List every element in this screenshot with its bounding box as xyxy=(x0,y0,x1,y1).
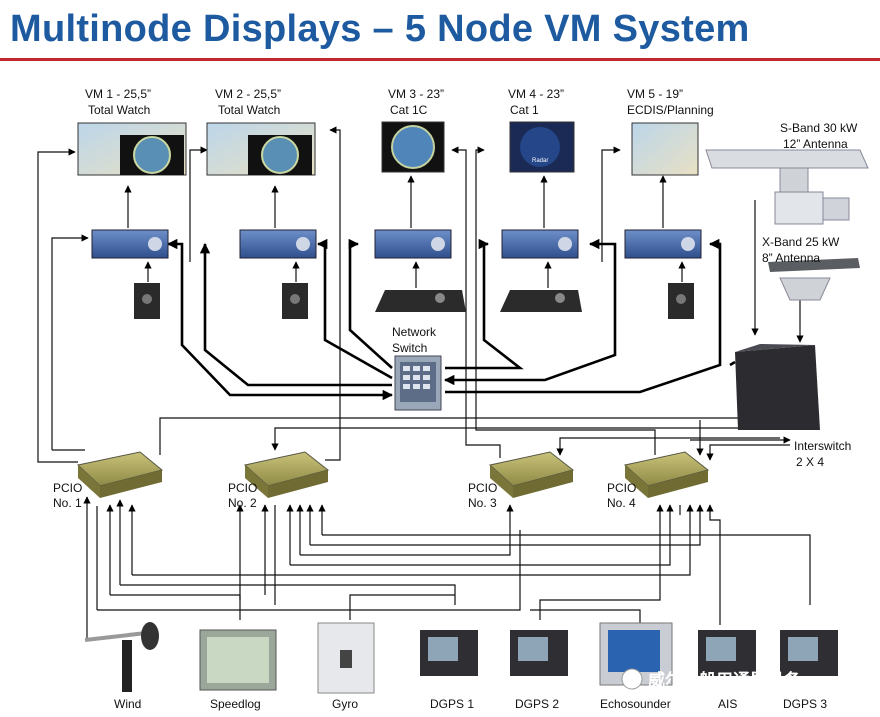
interswitch-label-line1: Interswitch xyxy=(794,439,851,453)
thin-connection-lines xyxy=(37,126,811,640)
sband-label-line1: S-Band 30 kW xyxy=(780,121,858,135)
vm4-label-line2: Cat 1 xyxy=(510,103,539,117)
sensor-label-gyro: Gyro xyxy=(332,697,358,711)
sensor-label-dgps3: DGPS 3 xyxy=(783,697,827,711)
sensor-label-ais: AIS xyxy=(718,697,737,711)
network-switch xyxy=(394,355,442,411)
wechat-icon xyxy=(621,668,643,690)
pcio1-label-line1: PCIO xyxy=(53,481,82,495)
pcio4-label-line1: PCIO xyxy=(607,481,636,495)
sensor-label-wind: Wind xyxy=(114,697,141,711)
title-divider xyxy=(0,58,880,61)
vm5-monitor xyxy=(631,122,699,176)
sensor-label-dgps1: DGPS 1 xyxy=(430,697,474,711)
sensor-label-echosounder: Echosounder xyxy=(600,697,671,711)
interswitch-unit xyxy=(735,344,820,430)
pcio3-label-line1: PCIO xyxy=(468,481,497,495)
pcio1-label-line2: No. 1 xyxy=(53,496,82,510)
labels: VM 1 - 25,5” Total Watch VM 2 - 25,5” To… xyxy=(53,87,858,711)
xband-label-line1: X-Band 25 kW xyxy=(762,235,840,249)
pcio4-label-line2: No. 4 xyxy=(607,496,636,510)
vm5-label-line1: VM 5 - 19” xyxy=(627,87,683,101)
interswitch-label-line2: 2 X 4 xyxy=(796,455,824,469)
pcio3-label-line2: No. 3 xyxy=(468,496,497,510)
vm1-label-line1: VM 1 - 25,5” xyxy=(85,87,151,101)
vm1-label-line2: Total Watch xyxy=(88,103,150,117)
vm3-label-line1: VM 3 - 23” xyxy=(388,87,444,101)
switch-label-line1: Network xyxy=(392,325,437,339)
vm3-monitor xyxy=(381,121,445,173)
sensor-label-speedlog: Speedlog xyxy=(210,697,261,711)
vm4-label-line1: VM 4 - 23” xyxy=(508,87,564,101)
sband-label-line2: 12” Antenna xyxy=(783,137,848,151)
vm5-label-line2: ECDIS/Planning xyxy=(627,103,714,117)
vm2-monitor xyxy=(206,122,316,176)
xband-antenna xyxy=(768,258,860,301)
vm2-label-line1: VM 2 - 25,5” xyxy=(215,87,281,101)
network-lines xyxy=(166,238,736,401)
pcio2-label-line2: No. 2 xyxy=(228,496,257,510)
watermark: 威尔逊船用通导设备 xyxy=(621,668,802,691)
watermark-text: 威尔逊船用通导设备 xyxy=(648,670,802,691)
radar-label: Radar xyxy=(532,158,548,164)
page-title: Multinode Displays – 5 Node VM System xyxy=(10,8,750,50)
sensor-label-dgps2: DGPS 2 xyxy=(515,697,559,711)
vm3-label-line2: Cat 1C xyxy=(390,103,428,117)
xband-label-line2: 8” Antenna xyxy=(762,251,820,265)
vm1-monitor xyxy=(77,122,187,176)
control-panels xyxy=(134,283,694,319)
switch-label-line2: Switch xyxy=(392,341,427,355)
vm2-label-line2: Total Watch xyxy=(218,103,280,117)
sband-antenna xyxy=(705,149,869,225)
vm4-monitor: Radar xyxy=(509,121,575,173)
pcio2-label-line1: PCIO xyxy=(228,481,257,495)
processor-units xyxy=(91,229,702,259)
sensor-devices xyxy=(84,622,838,694)
pcio-units xyxy=(76,451,710,498)
